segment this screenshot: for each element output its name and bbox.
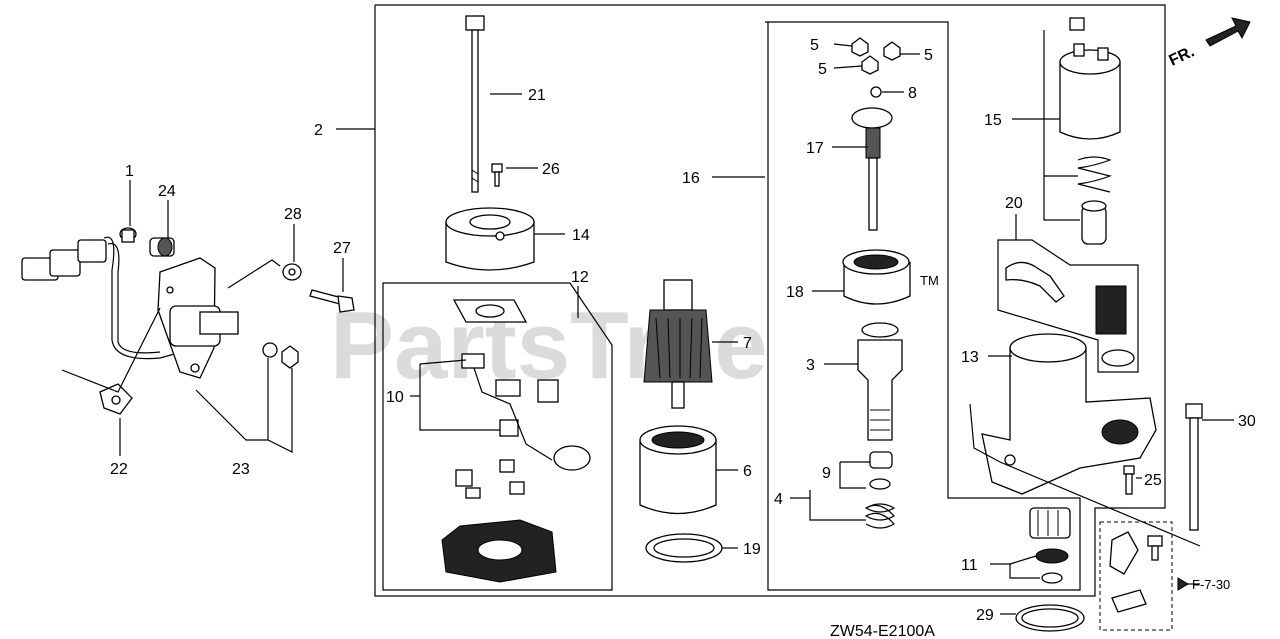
- callout-4: 4: [774, 491, 783, 508]
- callout-15: 15: [984, 112, 1002, 129]
- callout-30: 30: [1238, 413, 1256, 430]
- part-26-screw: [491, 163, 503, 187]
- callout-25: 25: [1144, 472, 1162, 489]
- callout-5c: 5: [818, 61, 827, 78]
- part-14-end-cover: [445, 207, 535, 271]
- callout-8: 8: [908, 85, 917, 102]
- front-direction-label: FR.: [1167, 43, 1198, 69]
- part-24-grommet: [149, 237, 175, 257]
- part-20-shift-lever-set: [1005, 261, 1135, 367]
- callout-21: 21: [528, 87, 546, 104]
- callout-17: 17: [806, 140, 824, 157]
- callout-24: 24: [158, 183, 176, 200]
- brush-holder-plate: [441, 519, 557, 583]
- part-4-spring-set: [864, 503, 896, 529]
- assembly-outline-20: [997, 239, 1139, 373]
- callout-18: 18: [786, 284, 804, 301]
- callout-labels: 1 2 3 4 5 5 5 6 7 8 9 10 11 12 13 14 15 …: [110, 37, 1256, 624]
- callout-3: 3: [806, 357, 815, 374]
- callout-26: 26: [542, 161, 560, 178]
- part-30-through-bolt: [1185, 403, 1203, 531]
- terminal-bracket-parts: [1109, 531, 1163, 613]
- part-21-through-bolt: [465, 15, 485, 193]
- callout-27: 27: [333, 240, 351, 257]
- part-5-nut-c: [861, 55, 879, 75]
- callout-12: 12: [571, 269, 589, 286]
- callout-22: 22: [110, 461, 128, 478]
- dashed-box: [1099, 521, 1173, 631]
- reference-arrow: [1177, 577, 1189, 591]
- callout-9: 9: [822, 465, 831, 482]
- part-27-bolt: [309, 289, 355, 313]
- callout-10: 10: [386, 389, 404, 406]
- diagram-code: ZW54-E2100A: [830, 623, 935, 639]
- callout-29: 29: [976, 607, 994, 624]
- callout-6: 6: [743, 463, 752, 480]
- callout-11: 11: [961, 557, 978, 574]
- watermark-tm: TM: [920, 273, 939, 288]
- part-11-pinion-gear: [1029, 507, 1071, 584]
- starter-solenoid-cable-assembly: [21, 236, 239, 379]
- page-reference: F-7-30: [1192, 577, 1230, 592]
- callout-19: 19: [743, 541, 761, 558]
- part-23-nut: [281, 345, 299, 369]
- part-17-shaft: [851, 107, 893, 231]
- part-18-internal-gear: [842, 249, 911, 305]
- solenoid-spring: [1077, 156, 1113, 193]
- part-5-nut-b: [883, 41, 901, 61]
- assembly-outline-12: [382, 282, 613, 591]
- part-8-steel-ball: [870, 86, 882, 98]
- callout-14: 14: [572, 227, 590, 244]
- part-25-bolt: [1123, 465, 1135, 495]
- solenoid-plunger: [1081, 200, 1107, 245]
- part-9-stop-collar: [869, 451, 893, 490]
- part-7-armature: [643, 279, 713, 409]
- callout-20: 20: [1005, 195, 1023, 212]
- callout-2: 2: [314, 122, 323, 139]
- part-1-grommet: [119, 227, 137, 243]
- front-direction-arrow: FR.: [1167, 17, 1251, 70]
- part-5-nut-a: [851, 37, 869, 57]
- part-3-pinion-shaft: [857, 322, 903, 441]
- leader-lines: [61, 30, 1234, 615]
- callout-13: 13: [961, 349, 979, 366]
- part-23-washer: [262, 342, 278, 358]
- part-15-magnetic-switch: [1059, 17, 1121, 140]
- callout-23: 23: [232, 461, 250, 478]
- callout-28: 28: [284, 206, 302, 223]
- callout-16: 16: [682, 170, 700, 187]
- callout-7: 7: [743, 335, 752, 352]
- part-6-yoke: [639, 425, 717, 515]
- part-13-front-housing: [981, 333, 1157, 495]
- callout-1: 1: [125, 163, 134, 180]
- callout-5b: 5: [924, 47, 933, 64]
- assembly-outline-2: [374, 4, 1166, 597]
- assembly-outline-16: [765, 21, 1081, 591]
- part-10-brush-assembly: [452, 299, 591, 499]
- part-22-clip: [99, 383, 133, 415]
- callout-5a: 5: [810, 37, 819, 54]
- part-19-seal-ring: [645, 533, 723, 563]
